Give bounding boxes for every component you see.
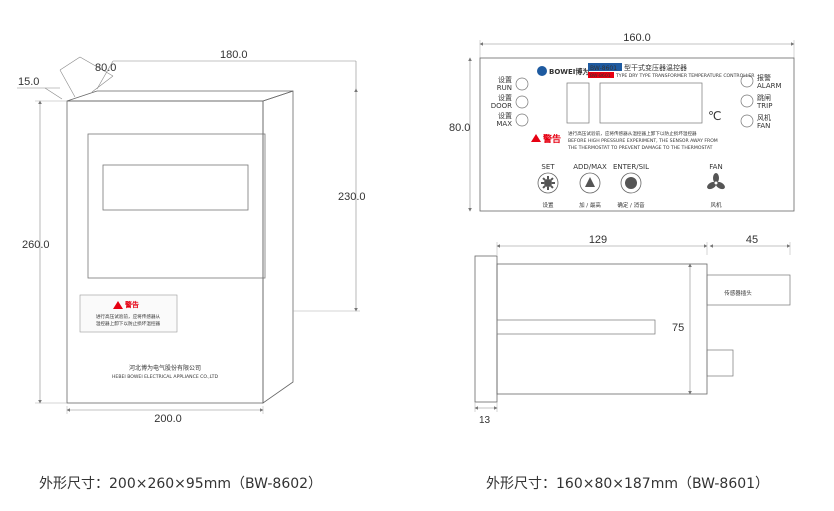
dim-45: 45 [746, 234, 758, 246]
ind-max-en: MAX [496, 120, 512, 128]
front-warning-l2: BEFORE HIGH PRESSURE EXPERIMENT, THE SEN… [568, 138, 718, 144]
ind-alarm-led [740, 74, 754, 88]
ind-alarm-cn: 报警 [757, 73, 771, 82]
ind-fan-en: FAN [757, 122, 770, 130]
logo-text: BOWEI博为 [549, 67, 589, 76]
sensor-plug [706, 274, 791, 306]
ind-door-led [515, 95, 529, 109]
dim-160: 160.0 [623, 32, 651, 44]
dim-260: 260.0 [22, 239, 50, 251]
warning-icon [113, 301, 123, 309]
dim-13: 13 [479, 415, 491, 426]
ind-door-cn: 设置 [498, 93, 512, 102]
btn-add-cn: 加 / 最高 [579, 201, 601, 209]
warning-line1: 进行高压试验前，应将传感器从 [96, 313, 161, 320]
front-warning-l1: 进行高压试验前，应将传感器从温控器上卸下以防止损坏温控器 [568, 130, 697, 137]
display-small [566, 82, 590, 124]
btn-fan-cn: 风机 [710, 201, 722, 209]
front-warning-l3: THE THERMOSTAT TO PREVENT DAMAGE TO THE … [567, 145, 713, 151]
dim-200: 200.0 [154, 413, 182, 425]
dim-15: 15.0 [18, 76, 39, 88]
dim-80-front: 80.0 [449, 122, 470, 134]
ind-run-en: RUN [497, 84, 512, 92]
dot-icon [625, 177, 637, 189]
box-side-face [262, 90, 294, 404]
ind-run-led [515, 77, 529, 91]
brand-en: HEBEI BOWEI ELECTRICAL APPLIANCE CO.,LTD [112, 374, 219, 380]
brand-cn: 河北博为电气股份有限公司 [129, 364, 201, 372]
warning-title: 警告 [125, 300, 139, 309]
box-front-face [66, 100, 264, 404]
ind-trip-cn: 跳闸 [757, 93, 771, 102]
display-main [599, 82, 703, 124]
enter-sil-button[interactable] [620, 172, 642, 194]
warning-line2: 温控器上卸下以防止损坏温控器 [96, 320, 161, 327]
set-button[interactable] [537, 172, 559, 194]
btn-set-cn: 设置 [542, 201, 554, 209]
up-arrow-icon [585, 177, 595, 187]
display-window [87, 133, 266, 279]
dim-75: 75 [672, 322, 684, 334]
bw8601-front-panel: 160.0 80.0 BOWEI博为 BW-8601 型干式变压器温控器 BW-… [449, 32, 795, 212]
box-top-face [66, 90, 294, 102]
product-cn: 型干式变压器温控器 [624, 63, 687, 72]
fan-icon[interactable] [706, 173, 726, 191]
dim-80: 80.0 [95, 62, 116, 74]
btn-enter-label: ENTER/SIL [613, 163, 649, 171]
ind-trip-en: TRIP [756, 102, 772, 110]
btn-fan-label: FAN [709, 163, 722, 171]
caption-right: 外形尺寸：160×80×187mm（BW-8601） [486, 476, 769, 492]
gear-icon [541, 176, 555, 190]
product-sub: BW-8601 [590, 73, 611, 79]
right-indicators: 报警 ALARM 跳闸 TRIP 风机 FAN [740, 73, 782, 130]
product-en: TYPE DRY TYPE TRANSFORMER TEMPERATURE CO… [615, 73, 755, 79]
ind-trip-led [740, 94, 754, 108]
btn-enter-cn: 确定 / 消音 [617, 201, 645, 209]
display-inner [102, 164, 249, 211]
bw8601-side-view: 129 45 传感器插头 75 13 [474, 234, 791, 426]
model-text: BW-8601 [590, 65, 617, 72]
side-bezel [474, 255, 498, 403]
unit-celsius: ℃ [708, 109, 721, 123]
ind-max-led [515, 113, 529, 127]
bowei-logo-icon [537, 66, 547, 76]
dim-129: 129 [589, 234, 607, 246]
ind-fan-cn: 风机 [757, 113, 771, 122]
warning-triangle-icon [531, 134, 541, 142]
front-warning-title: 警告 [543, 133, 561, 145]
ind-run-cn: 设置 [498, 75, 512, 84]
sensor-label: 传感器插头 [724, 289, 752, 297]
ind-fan-led [740, 114, 754, 128]
left-indicators: 设置 RUN 设置 DOOR 设置 MAX [491, 75, 529, 128]
side-terminal [706, 349, 734, 377]
btn-set-label: SET [541, 163, 555, 171]
dim-230: 230.0 [338, 191, 366, 203]
btn-add-label: ADD/MAX [573, 163, 607, 171]
caption-left: 外形尺寸：200×260×95mm（BW-8602） [39, 476, 322, 492]
add-max-button[interactable] [579, 172, 601, 194]
dim-180: 180.0 [220, 49, 248, 61]
ind-max-cn: 设置 [498, 111, 512, 120]
warning-label [79, 294, 178, 333]
ind-door-en: DOOR [491, 102, 512, 110]
bw8602-drawing: 警告 进行高压试验前，应将传感器从 温控器上卸下以防止损坏温控器 河北博为电气股… [17, 49, 366, 425]
ind-alarm-en: ALARM [757, 82, 782, 90]
side-rail [496, 319, 656, 335]
